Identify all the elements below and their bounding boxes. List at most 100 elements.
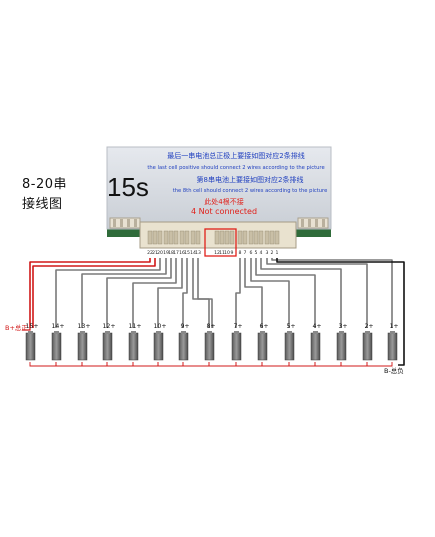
balance-wire bbox=[235, 258, 241, 328]
pin-label: 18 bbox=[168, 250, 174, 256]
note-en-1: the last cell positive should connect 2 … bbox=[147, 165, 324, 171]
balance-wire bbox=[192, 258, 210, 328]
connector-slot bbox=[237, 230, 243, 245]
cell-body bbox=[231, 332, 242, 361]
cell-body bbox=[153, 332, 164, 361]
connector-slot bbox=[219, 230, 225, 245]
balance-wire bbox=[106, 258, 172, 328]
balance-wire bbox=[81, 258, 167, 328]
series-link bbox=[366, 362, 393, 367]
cell-body bbox=[336, 332, 347, 361]
connector-slot bbox=[168, 230, 174, 245]
cell-body bbox=[77, 332, 88, 361]
balance-wire bbox=[132, 258, 177, 328]
connector-slot bbox=[179, 230, 185, 245]
cell-terminal bbox=[287, 331, 292, 334]
pin-label: 5 bbox=[255, 250, 258, 256]
balance-wire bbox=[157, 258, 183, 328]
cell-terminal bbox=[260, 331, 265, 334]
series-link bbox=[132, 362, 159, 367]
connector-slot bbox=[190, 230, 196, 245]
battery-cell: 13+ bbox=[77, 323, 91, 361]
cell-terminal bbox=[80, 331, 85, 334]
battery-cell: 10+ bbox=[153, 323, 167, 361]
pin-label: 12 bbox=[214, 250, 220, 256]
cell-terminal bbox=[339, 331, 344, 334]
pin-label: 11 bbox=[219, 250, 225, 256]
series-link bbox=[288, 362, 316, 367]
battery-cell: 6+ bbox=[257, 323, 269, 361]
cell-terminal bbox=[234, 331, 239, 334]
heatsink-fins-left bbox=[109, 217, 141, 229]
cell-label: 3+ bbox=[338, 323, 347, 330]
cell-label: 9+ bbox=[180, 323, 189, 330]
cell-body bbox=[51, 332, 62, 361]
battery-cell: 7+ bbox=[231, 323, 243, 361]
balance-wire bbox=[55, 258, 161, 328]
cell-terminal bbox=[390, 331, 395, 334]
series-link bbox=[29, 362, 57, 367]
battery-cell: 12+ bbox=[102, 323, 116, 361]
connector-slot bbox=[195, 230, 201, 245]
total-positive-lead bbox=[22, 328, 31, 331]
cell-terminal bbox=[156, 331, 161, 334]
cell-label: 1+ bbox=[389, 323, 398, 330]
pin-label: 22 bbox=[147, 250, 153, 256]
balance-wire bbox=[266, 258, 368, 328]
heatsink-fins-right bbox=[297, 217, 329, 229]
balance-wire bbox=[182, 258, 188, 328]
battery-cell: 9+ bbox=[178, 323, 190, 361]
cell-label: 13+ bbox=[77, 323, 90, 330]
balance-wire bbox=[255, 258, 316, 328]
cell-label: 14+ bbox=[51, 323, 64, 330]
cell-body bbox=[178, 332, 189, 361]
side-title-line2: 接线图 bbox=[22, 197, 63, 212]
note-cn-2: 第8串电池上要接如图对应2条排线 bbox=[197, 175, 304, 184]
cell-terminal bbox=[181, 331, 186, 334]
cell-body bbox=[257, 332, 268, 361]
pin-label: 21 bbox=[152, 250, 158, 256]
series-link bbox=[314, 362, 342, 367]
balance-wire bbox=[244, 258, 263, 328]
board-model: 15s bbox=[107, 172, 149, 202]
cell-label: 7+ bbox=[233, 323, 242, 330]
pin-label: 8 bbox=[239, 250, 242, 256]
note-cn-1: 最后一串电池总正极上要接如图对应2条排线 bbox=[167, 151, 304, 160]
cell-body bbox=[204, 332, 215, 361]
cell-label: 2+ bbox=[364, 323, 373, 330]
cell-label: 10+ bbox=[153, 323, 166, 330]
cell-terminal bbox=[28, 331, 33, 334]
pin-label: 17 bbox=[173, 250, 179, 256]
series-link bbox=[81, 362, 108, 367]
cell-terminal bbox=[54, 331, 59, 334]
connector-slot bbox=[163, 230, 169, 245]
pin-label: 9 bbox=[231, 250, 234, 256]
label-total-negative: B-总负 bbox=[384, 366, 404, 375]
battery-cell: 2+ bbox=[362, 323, 374, 361]
cell-body bbox=[128, 332, 139, 361]
connector-slot bbox=[248, 230, 254, 245]
series-link bbox=[340, 362, 368, 367]
cell-terminal bbox=[313, 331, 318, 334]
label-total-positive: B+总正 bbox=[5, 323, 28, 332]
connector-slot bbox=[253, 230, 259, 245]
connector-slot bbox=[224, 230, 230, 245]
cell-terminal bbox=[365, 331, 370, 334]
connector-slot bbox=[242, 230, 248, 245]
cell-terminal bbox=[105, 331, 110, 334]
pin-label: 4 bbox=[260, 250, 263, 256]
battery-cell: 15+ bbox=[25, 323, 39, 361]
series-link bbox=[157, 362, 184, 367]
connector-slots bbox=[147, 230, 280, 245]
wires bbox=[22, 258, 405, 367]
connector-slot bbox=[229, 230, 235, 245]
series-link bbox=[55, 362, 83, 367]
pin-label: 14 bbox=[190, 250, 196, 256]
connector-slot bbox=[157, 230, 163, 245]
pin-label: 2 bbox=[271, 250, 274, 256]
pin-label: 16 bbox=[179, 250, 185, 256]
board-cover bbox=[106, 146, 332, 230]
